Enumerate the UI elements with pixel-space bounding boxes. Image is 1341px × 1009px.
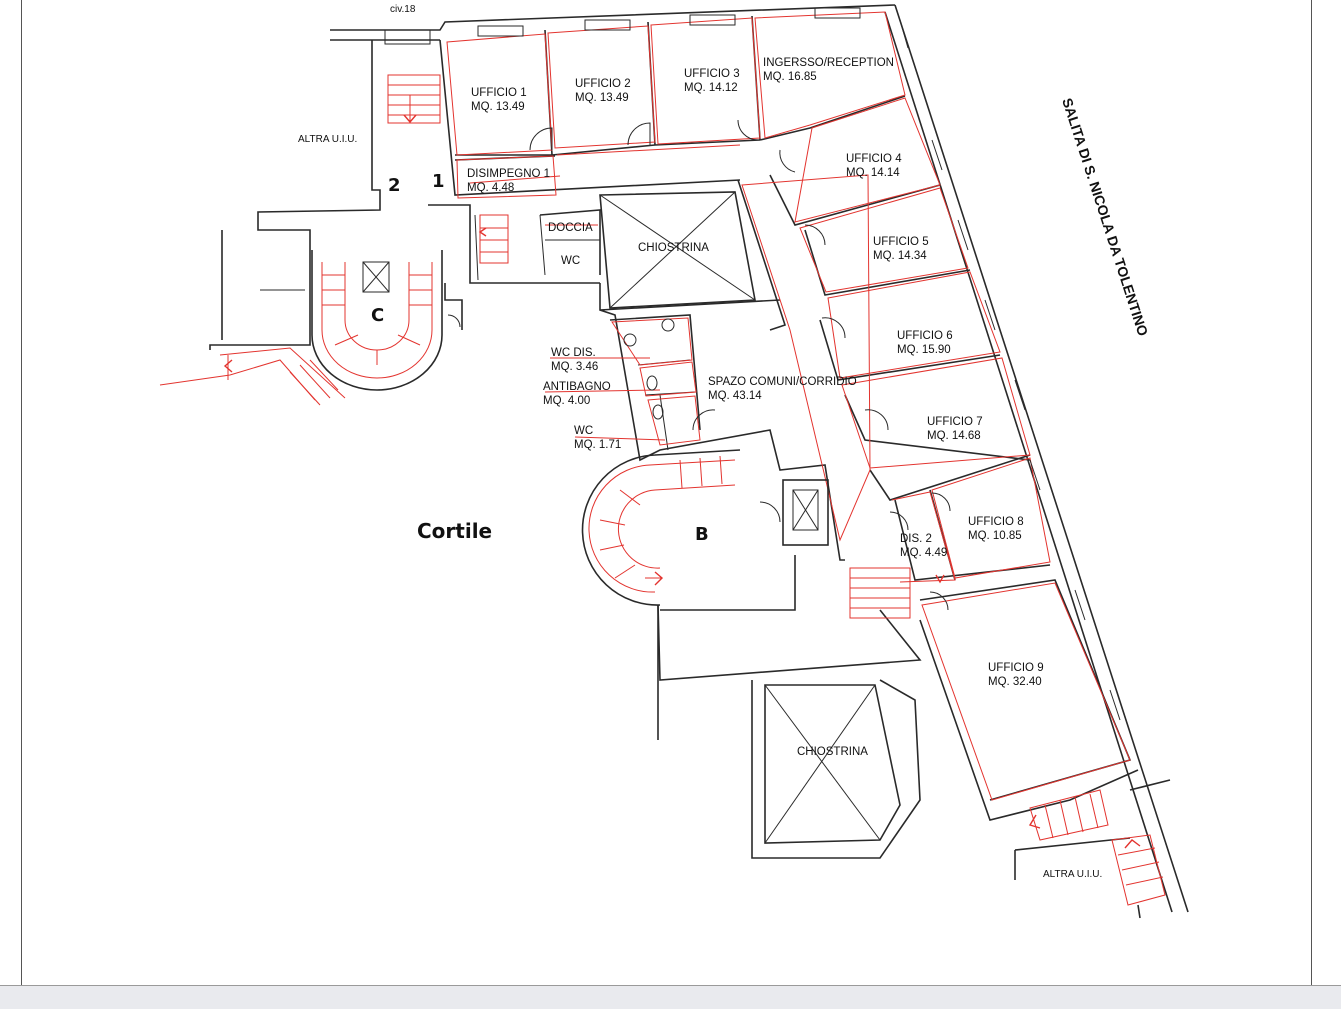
ufficio5-area: MQ. 14.34 [873, 250, 927, 262]
ufficio6-area: MQ. 15.90 [897, 344, 951, 356]
wcdis-area: MQ. 3.46 [551, 361, 598, 373]
wcdis-name: WC DIS. [551, 347, 596, 359]
spazio-area: MQ. 43.14 [708, 390, 762, 402]
room-labels: civ.18 ALTRA U.I.U. ALTRA U.I.U. UFFICIO… [298, 4, 1151, 880]
ufficio2-name: UFFICIO 2 [575, 78, 631, 90]
ufficio1-area: MQ. 13.49 [471, 101, 525, 113]
stair-b-label: B [695, 524, 709, 545]
marker-2-label: 2 [388, 175, 401, 196]
ufficio4-name: UFFICIO 4 [846, 153, 902, 165]
altra-uiu-bottom-label: ALTRA U.I.U. [1043, 869, 1102, 880]
wc-label: WC [561, 255, 580, 267]
dis2-area: MQ. 4.49 [900, 547, 947, 559]
windows [384, 7, 1121, 721]
ufficio9-area: MQ. 32.40 [988, 676, 1042, 688]
stair-c-label: C [371, 305, 384, 326]
doccia-label: DOCCIA [548, 222, 593, 234]
leader-lines [469, 175, 666, 441]
chiostrina-bottom-label: CHIOSTRINA [797, 746, 868, 758]
drawing-sheet [21, 0, 1312, 985]
antibagno-area: MQ. 4.00 [543, 395, 590, 407]
reception-area: MQ. 16.85 [763, 71, 817, 83]
ufficio3-area: MQ. 14.12 [684, 82, 738, 94]
disimpegno1-area: MQ. 4.48 [467, 182, 514, 194]
ufficio4-area: MQ. 14.14 [846, 167, 900, 179]
street-name-label: SALITA DI S. NICOLA DA TOLENTINO [1059, 96, 1151, 338]
ufficio5-name: UFFICIO 5 [873, 236, 929, 248]
antibagno-name: ANTIBAGNO [543, 381, 611, 393]
ufficio1-name: UFFICIO 1 [471, 87, 527, 99]
ufficio9-name: UFFICIO 9 [988, 662, 1044, 674]
door-swings [447, 119, 951, 611]
dis2-name: DIS. 2 [900, 533, 932, 545]
stairs [159, 74, 1166, 919]
direction-arrows [223, 114, 1141, 849]
wc-small-name: WC [574, 425, 593, 437]
ufficio8-area: MQ. 10.85 [968, 530, 1022, 542]
ufficio3-name: UFFICIO 3 [684, 68, 740, 80]
cortile-label: Cortile [417, 519, 492, 543]
wc-small-area: MQ. 1.71 [574, 439, 621, 451]
ufficio2-area: MQ. 13.49 [575, 92, 629, 104]
floor-plan: civ.18 ALTRA U.I.U. ALTRA U.I.U. UFFICIO… [159, 4, 1189, 919]
ufficio8-name: UFFICIO 8 [968, 516, 1024, 528]
fixtures [623, 318, 675, 420]
marker-1-label: 1 [432, 171, 445, 192]
disimpegno1-name: DISIMPEGNO 1 [467, 168, 550, 180]
chiostrina-top-label: CHIOSTRINA [638, 242, 709, 254]
ufficio7-area: MQ. 14.68 [927, 430, 981, 442]
civ-label: civ.18 [390, 4, 416, 15]
room-outlines [446, 11, 1131, 801]
reception-name: INGERSSO/RECEPTION [763, 57, 894, 69]
ufficio6-name: UFFICIO 6 [897, 330, 953, 342]
bottom-toolbar-strip [0, 985, 1341, 1009]
altra-uiu-top-label: ALTRA U.I.U. [298, 134, 357, 145]
spazio-name: SPAZO COMUNI/CORRIDIO [708, 376, 857, 388]
ufficio7-name: UFFICIO 7 [927, 416, 983, 428]
light-wells [599, 191, 901, 844]
